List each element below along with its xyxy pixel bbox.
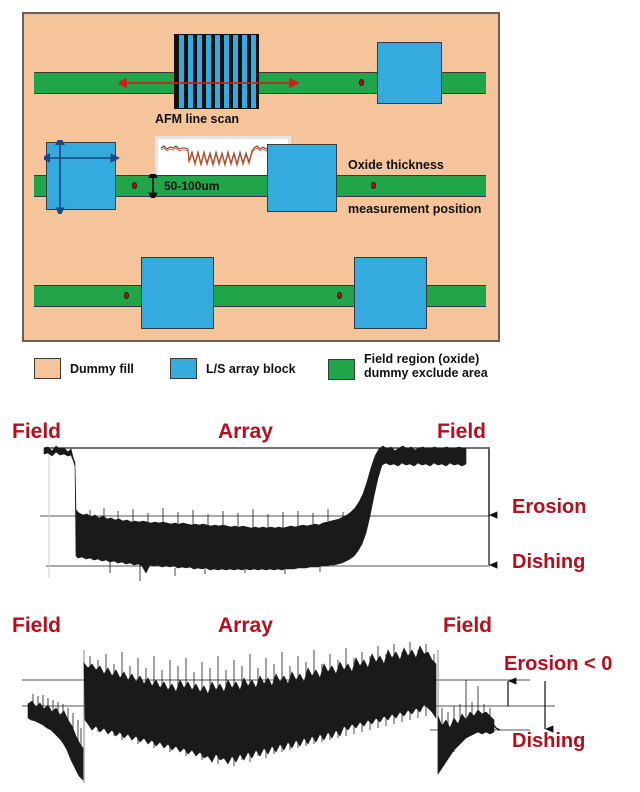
legend-label-field-region: Field region (oxide) dummy exclude area	[364, 352, 488, 380]
afm-scan-arrow	[119, 77, 299, 89]
chart2-array-band	[83, 645, 437, 765]
ls-stripe	[211, 35, 215, 108]
block-dimension-arrows	[44, 140, 120, 214]
measurement-position-marker	[337, 292, 342, 299]
afm-line-scan-label: AFM line scan	[155, 112, 240, 126]
legend-swatch-ls-array-block	[170, 358, 197, 379]
chart2-right-field-spikes	[441, 680, 491, 768]
chart1-region-label-field-right: Field	[437, 420, 487, 443]
ls-array-block-middle-center	[267, 144, 337, 212]
chart2-region-label-field-right: Field	[443, 614, 493, 637]
chart1-region-label-field-left: Field	[12, 420, 62, 443]
legend-item-ls-array-block: L/S array block	[170, 358, 296, 379]
ls-stripe	[220, 35, 224, 108]
afm-trace-svg	[160, 145, 284, 168]
legend-item-dummy-fill: Dummy fill	[34, 358, 134, 379]
ls-stripe	[256, 35, 258, 108]
ls-array-block-scan	[174, 34, 259, 109]
ls-stripe	[202, 35, 206, 108]
pitch-dimension-arrow	[148, 174, 158, 198]
chart1-plot	[40, 445, 498, 581]
chart1-profile-band	[43, 445, 467, 574]
ls-stripe	[247, 35, 251, 108]
pitch-label: 50-100um	[164, 179, 220, 193]
chart2-annotation-dishing: Dishing	[512, 730, 586, 752]
chart1-annotation-dishing: Dishing	[512, 551, 586, 573]
afm-profile-chart-negative-erosion: Field Array Field Erosion < 0 Dishing	[0, 608, 640, 792]
afm-profile-chart-normal: Field Array Field Erosion Dishing	[0, 418, 640, 603]
legend-swatch-dummy-fill	[34, 358, 61, 379]
ls-stripe	[238, 35, 242, 108]
ls-array-block-bottom-right	[354, 257, 427, 329]
ls-stripe	[184, 35, 188, 108]
chart2-annotation-erosion: Erosion < 0	[504, 653, 613, 675]
chart2-region-label-field-left: Field	[12, 614, 62, 637]
chart2-right-field-tail	[489, 719, 501, 731]
measurement-position-marker	[124, 292, 129, 299]
ls-array-block-bottom-left	[141, 257, 214, 329]
measurement-position-marker	[371, 182, 376, 189]
legend-item-field-region: Field region (oxide) dummy exclude area	[328, 352, 488, 380]
field-region-bar-middle	[34, 175, 486, 197]
wafer-layout-diagram: AFM line scan	[22, 12, 500, 342]
ls-array-block-top-right	[377, 42, 442, 104]
chart2-plot	[22, 642, 555, 783]
chart1-region-label-array: Array	[218, 420, 273, 443]
chart2-region-label-array: Array	[218, 614, 273, 637]
legend-swatch-field-region	[328, 358, 355, 380]
oxide-thickness-label: Oxide thickness	[348, 158, 444, 172]
ls-stripe	[193, 35, 197, 108]
chart1-annotation-erosion: Erosion	[512, 496, 587, 518]
measurement-position-label: measurement position	[348, 202, 482, 216]
ls-stripe	[175, 35, 179, 108]
chart2-array-spikes	[89, 642, 435, 766]
legend-label-ls-array-block: L/S array block	[206, 361, 296, 376]
diagram-legend: Dummy fill L/S array block Field region …	[22, 352, 522, 396]
chart2-left-field-spikes	[32, 694, 82, 776]
chart2-left-field-band	[27, 700, 84, 781]
ls-stripe	[229, 35, 233, 108]
measurement-position-marker	[359, 79, 364, 86]
chart1-roughness-spikes	[89, 506, 359, 581]
legend-label-dummy-fill: Dummy fill	[70, 361, 134, 376]
measurement-position-marker	[132, 182, 137, 189]
